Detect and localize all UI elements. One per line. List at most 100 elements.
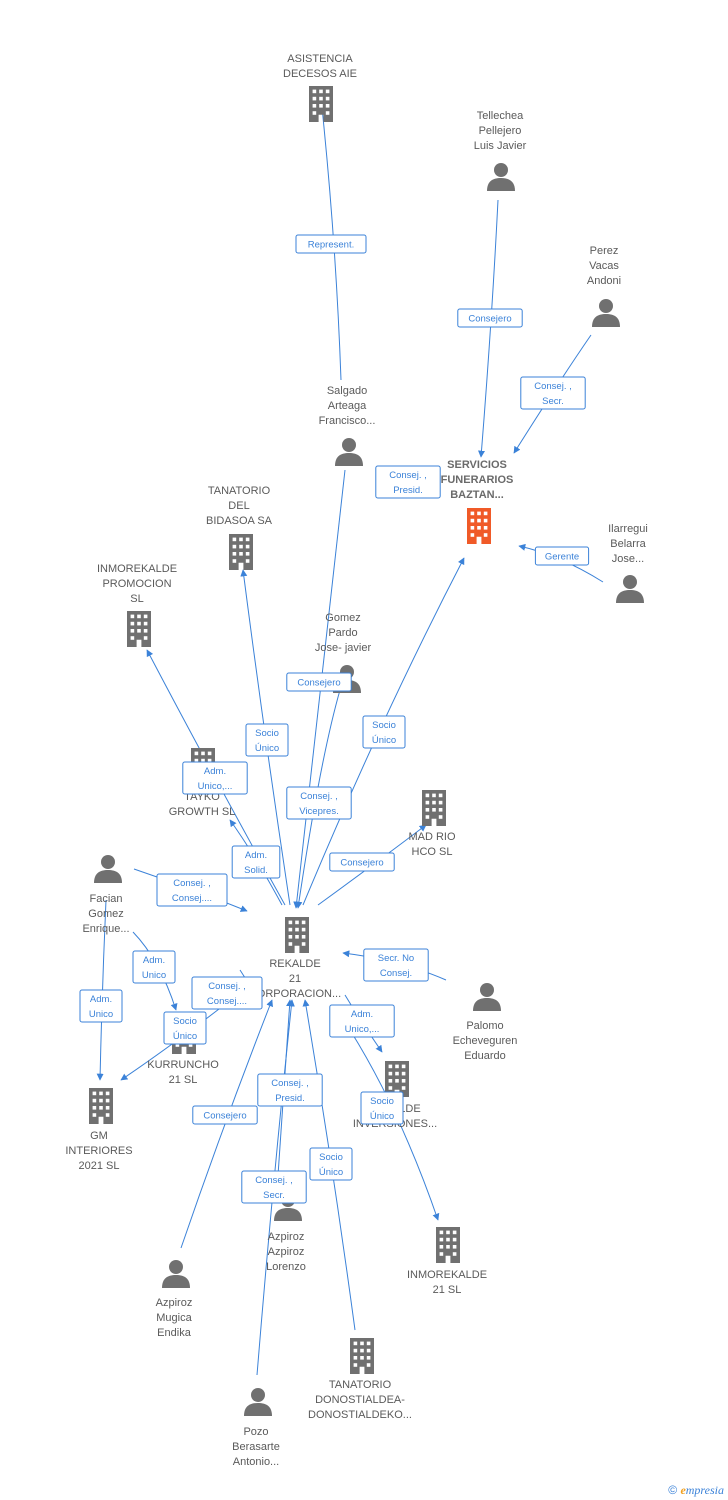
edge-label-text: Consejero [468, 314, 511, 325]
edge-label-text: Consejero [297, 678, 340, 689]
edge-label-facian-gm[interactable]: Adm.Unico [79, 989, 123, 1023]
edge-label-box [231, 845, 281, 879]
edge-label-text: Consej. [380, 968, 412, 979]
edge-label-facian-kurruncho[interactable]: Adm.Unico [132, 950, 176, 984]
node-label-line: FUNERARIOS [441, 474, 514, 486]
node-label-line: Azpiroz [268, 1231, 305, 1243]
building-icon [350, 1338, 374, 1374]
edge-label-box [375, 465, 441, 499]
edge-label-box [286, 786, 352, 820]
edge-label-text: Socio [319, 1152, 343, 1163]
node-label-line: CORPORACION... [249, 988, 341, 1000]
node-salgado[interactable]: SalgadoArteagaFrancisco... [319, 385, 376, 466]
node-label-line: Lorenzo [266, 1261, 306, 1273]
edge-label-salgado-rekalde[interactable]: Consej. ,Vicepres. [286, 786, 352, 820]
edge-label-azpiroz_e-rekalde[interactable]: Consej. ,Consej.... [191, 976, 263, 1010]
edge-label-text: Unico,... [345, 1024, 380, 1035]
edge-label-box [286, 672, 352, 692]
edge-label-salgado-asistencia[interactable]: Represent. [295, 234, 367, 254]
edge-label-servicios-servicios[interactable]: Consej. ,Presid. [375, 465, 441, 499]
node-label-line: Jose- javier [315, 642, 372, 654]
building-icon [285, 917, 309, 953]
node-label-line: Palomo [466, 1020, 503, 1032]
node-label-line: Gomez [88, 908, 123, 920]
node-servicios[interactable]: SERVICIOSFUNERARIOSBAZTAN... [441, 459, 514, 544]
edge-label-perez-servicios[interactable]: Consej. ,Secr. [520, 376, 586, 410]
edge-label-box [309, 1147, 353, 1181]
edge-label-text: Socio [255, 728, 279, 739]
node-label-line: Echeveguren [453, 1035, 518, 1047]
edge-label-text: Único [173, 1031, 197, 1042]
edge-label-text: Secr. No [378, 953, 414, 964]
edge-label-rekalde-madrio[interactable]: Consejero [329, 852, 395, 872]
edge-label-text: Consej.... [207, 996, 247, 1007]
edge-label-palomo-rekalde[interactable]: Secr. No Consej. [363, 948, 429, 982]
node-rekalde[interactable]: REKALDE21CORPORACION... [249, 917, 341, 1000]
node-pozo[interactable]: PozoBerasarteAntonio... [232, 1388, 280, 1468]
edge-label-box [245, 723, 289, 757]
node-label-line: Facian [89, 893, 122, 905]
edge-label-box [257, 1073, 323, 1107]
edge-label-text: Adm. [143, 955, 165, 966]
node-label-line: Ilarregui [608, 523, 648, 535]
building-icon [309, 86, 333, 122]
edge-label-facian-rekalde[interactable]: Consej. , Consej.... [156, 873, 228, 907]
edge-label-pozo-rekalde[interactable]: Consej. ,Secr. [241, 1170, 307, 1204]
node-facian[interactable]: FacianGomezEnrique... [82, 855, 130, 935]
edge-label-text: Consej.... [172, 893, 212, 904]
node-label-line: 21 [289, 973, 301, 985]
node-label-line: Pozo [243, 1426, 268, 1438]
edge-label-rekalde-rekalde_inv[interactable]: Adm.Unico,... [329, 1004, 395, 1038]
building-icon [467, 508, 491, 544]
person-icon [592, 299, 620, 327]
node-label-line: SL [130, 593, 143, 605]
edge-label-box [329, 1004, 395, 1038]
node-label-line: PROMOCION [102, 578, 171, 590]
edge-label-text: Consej. , [173, 878, 211, 889]
edge-label-rekalde-tayko[interactable]: Adm.Solid. [231, 845, 281, 879]
edge-label-text: Unico [89, 1009, 113, 1020]
edge-label-ilarregui-servicios[interactable]: Gerente [534, 546, 590, 566]
edge-label-gomez-rekalde[interactable]: Consejero [286, 672, 352, 692]
edge-label-tellechea-servicios[interactable]: Consejero [457, 308, 523, 328]
node-label-line: Gomez [325, 612, 360, 624]
edge-label-text: Solid. [244, 865, 268, 876]
node-label-line: Vacas [589, 260, 619, 272]
node-label-line: 21 SL [169, 1074, 198, 1086]
node-label-line: DONOSTIALDEA- [315, 1394, 405, 1406]
edge-label-text: Consej. , [534, 381, 572, 392]
node-ilarregui[interactable]: IlarreguiBelarraJose... [608, 523, 648, 603]
edge-label-box [132, 950, 176, 984]
person-icon [94, 855, 122, 883]
edge-label-text: Consej. , [271, 1078, 309, 1089]
node-label-line: Eduardo [464, 1050, 506, 1062]
node-tanatorio_don[interactable]: TANATORIODONOSTIALDEA-DONOSTIALDEKO... [308, 1338, 412, 1421]
edge-label-rekalde-inmorekalde_promo[interactable]: Adm.Unico,... [182, 761, 248, 795]
edge-label-azpiroz_l-rekalde[interactable]: Consej. ,Presid. [257, 1073, 323, 1107]
edge-label-azpiroz_e-rekalde[interactable]: Consejero [192, 1105, 258, 1125]
edge-label-box [191, 976, 263, 1010]
node-label-line: DONOSTIALDEKO... [308, 1409, 412, 1421]
node-label-line: Endika [157, 1327, 192, 1339]
